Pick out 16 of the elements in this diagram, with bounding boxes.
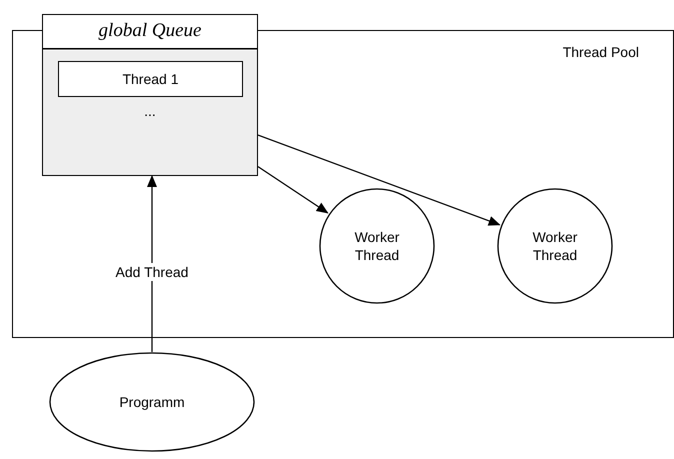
thread-box [58, 61, 243, 97]
edge-label: Add Thread [114, 263, 190, 281]
worker-label: Worker Thread [354, 228, 400, 264]
queue-box [42, 14, 258, 176]
pool-title: Thread Pool [562, 44, 639, 60]
programm-ellipse [49, 352, 255, 452]
arrow [258, 134, 501, 226]
program-label: Programm [118, 393, 186, 411]
ellipsis-text: ... [143, 103, 157, 119]
worker-label: Worker Thread [532, 228, 578, 264]
queue-title: global Queue [98, 20, 202, 42]
worker-circle [319, 188, 435, 304]
arrow [147, 175, 157, 352]
arrow [258, 166, 328, 214]
thread-label: Thread 1 [121, 71, 180, 87]
worker-circle [497, 188, 613, 304]
